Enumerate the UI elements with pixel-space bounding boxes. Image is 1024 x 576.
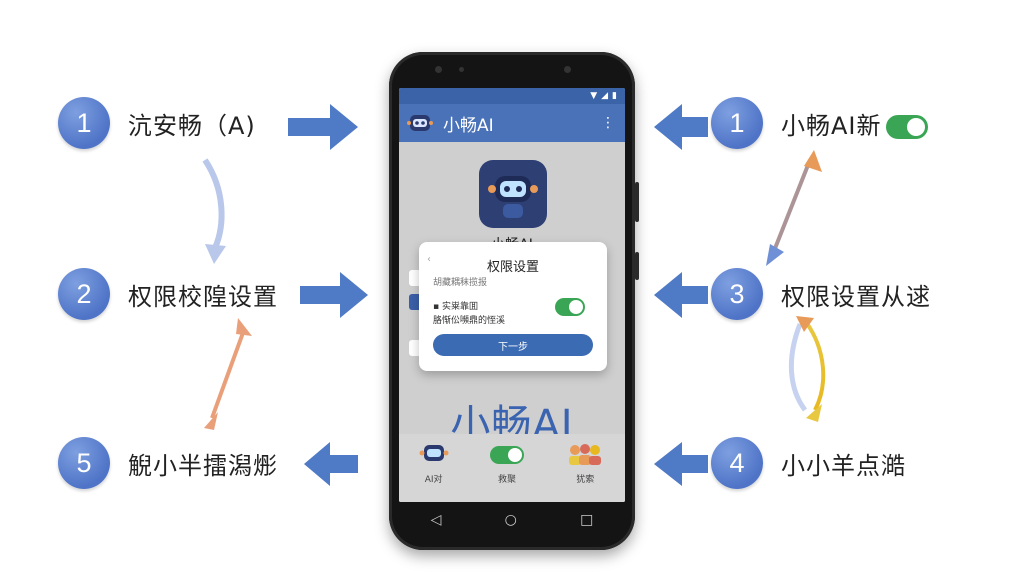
step-label: 沆安畅（A) [128, 111, 256, 140]
step-label: 小小羊点澔 [781, 451, 906, 480]
step-number-badge: 2 [58, 268, 110, 320]
nav-item-ai-chat[interactable]: AI对 [419, 442, 449, 485]
bottom-nav: AI对 救聚 犹索 [399, 434, 625, 502]
robot-icon [488, 176, 538, 218]
camera-icon [435, 66, 442, 73]
nav-label: 犹索 [576, 475, 595, 485]
curve-arrow-icon [788, 323, 808, 412]
step-number-badge: 4 [711, 437, 763, 489]
curve-arrow-icon [202, 158, 225, 250]
dialog-title: 权限设置 [486, 260, 539, 275]
nav-item-people[interactable]: 犹索 [565, 442, 605, 485]
volume-button [635, 252, 639, 280]
step-label: 权限校隍设置 [128, 282, 278, 311]
permission-toggle[interactable] [555, 298, 585, 316]
arrow-right-icon [288, 104, 358, 150]
step-label: 权限设置从逑 [781, 282, 931, 311]
curve-arrow-icon [804, 320, 826, 411]
toggle-icon [885, 114, 928, 139]
step-left-1: 1 沆安畅（A) [58, 97, 256, 149]
double-arrow-icon [770, 159, 812, 257]
battery-icon: ▮ [612, 91, 617, 101]
step-label: 觬小半擂潟烿 [128, 451, 278, 480]
step-left-2: 2 权限校隍设置 [58, 268, 278, 320]
app-logo [479, 160, 547, 228]
app-bar-title: 小畅AI [443, 115, 494, 136]
step-right-1: 1 小畅AI新 [711, 97, 928, 149]
toggle-icon [489, 446, 524, 464]
nav-label: AI对 [424, 475, 443, 485]
more-vert-icon[interactable]: ⋮ [601, 115, 615, 131]
dialog-option: ▪ 实粜靠囬 [433, 299, 478, 312]
step-label-text: 小畅AI新 [781, 111, 882, 140]
status-bar: ▼ ◢ ▮ [399, 88, 625, 104]
close-icon[interactable]: ‹ [427, 254, 431, 265]
background-item [409, 340, 421, 356]
people-icon [569, 444, 602, 465]
sensor-icon [459, 67, 464, 72]
step-right-4: 4 小小羊点澔 [711, 437, 906, 489]
signal-icon: ◢ [601, 91, 609, 101]
arrow-left-icon [654, 104, 708, 150]
step-number-badge: 5 [58, 437, 110, 489]
speaker-icon [564, 66, 571, 73]
arrow-left-icon [654, 272, 708, 318]
dialog-option-description: 胳惭伀嚬鼎的恎溪 [433, 316, 506, 326]
step-right-3: 3 权限设置从逑 [711, 268, 931, 320]
arrow-left-icon [304, 442, 358, 486]
arrow-left-icon [654, 442, 708, 486]
back-icon[interactable]: ◁ [430, 512, 442, 528]
step-number-badge: 1 [711, 97, 763, 149]
system-nav-bar: ◁ ○ □ [399, 502, 625, 538]
recents-icon[interactable]: □ [580, 512, 594, 528]
robot-icon [407, 115, 433, 131]
permission-dialog: ‹ 权限设置 胡藏耦秣揽报 ▪ 实粜靠囬 胳惭伀嚬鼎的恎溪 下一步 [419, 242, 607, 371]
step-label: 小畅AI新 [781, 106, 928, 141]
step-left-5: 5 觬小半擂潟烿 [58, 437, 278, 489]
arrow-right-icon [300, 272, 368, 318]
robot-icon [419, 445, 449, 461]
next-button[interactable]: 下一步 [433, 334, 593, 356]
step-number-badge: 3 [711, 268, 763, 320]
double-arrow-icon [210, 329, 246, 419]
nav-item-toggle[interactable]: 救聚 [488, 442, 526, 485]
power-button [635, 182, 639, 222]
app-bar: 小畅AI ⋮ [399, 104, 625, 142]
dialog-option-label: 实粜靠囬 [441, 302, 478, 312]
bookmark-icon: ▪ [433, 302, 442, 312]
nav-label: 救聚 [497, 475, 516, 485]
wifi-icon: ▼ [590, 91, 598, 101]
home-icon[interactable]: ○ [504, 512, 517, 528]
step-number-badge: 1 [58, 97, 110, 149]
dialog-subtitle: 胡藏耦秣揽报 [433, 278, 488, 288]
